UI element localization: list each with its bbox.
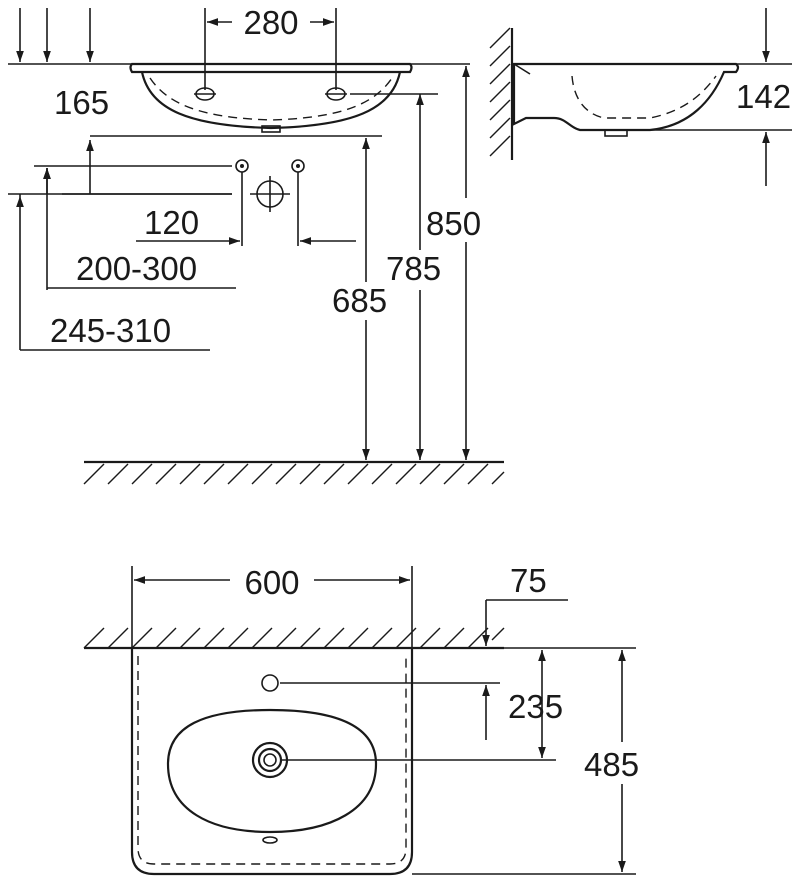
front-elevation: 280 165 [8, 4, 508, 485]
dim-685: 685 [332, 282, 387, 319]
dim-165: 165 [54, 84, 109, 121]
wall-hatching-plan [83, 627, 505, 650]
dim-785: 785 [386, 250, 441, 287]
dim-280: 280 [243, 4, 298, 41]
water-connection-right [291, 159, 305, 173]
dim-200-300: 200-300 [76, 250, 197, 287]
dim-245-310: 245-310 [50, 312, 171, 349]
dim-142: 142 [736, 78, 791, 115]
overflow-plan [262, 836, 278, 844]
tap-hole-plan [261, 674, 279, 692]
dim-485: 485 [584, 746, 639, 783]
side-elevation: 142 [489, 8, 792, 186]
wall-hatching-side [489, 27, 514, 160]
plan-view: 600 75 235 485 [83, 562, 660, 876]
floor-hatching [83, 460, 505, 485]
dim-120: 120 [144, 204, 199, 241]
dim-600: 600 [244, 564, 299, 601]
dim-75: 75 [510, 562, 547, 599]
dim-235: 235 [508, 688, 563, 725]
dim-850: 850 [426, 205, 481, 242]
water-connection-left [235, 159, 249, 173]
waste-connection [250, 176, 290, 212]
